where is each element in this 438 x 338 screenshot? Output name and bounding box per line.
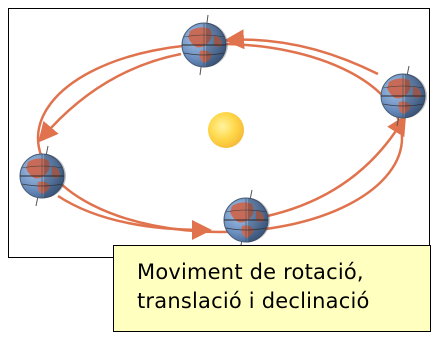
caption-box: Moviment de rotació, translació i declin… bbox=[113, 245, 431, 332]
orbit-arrow-bottom-right bbox=[245, 114, 407, 222]
caption-line-1: Moviment de rotació, bbox=[137, 260, 364, 284]
earth-globe-icon-right bbox=[380, 65, 428, 127]
earth-globe-icon-left bbox=[19, 145, 67, 207]
orbit-arrow-top-right bbox=[224, 29, 379, 76]
orbit-arrow-top-left bbox=[38, 52, 182, 143]
caption-line-2: translació i declinació bbox=[137, 289, 370, 313]
earth-globe-icon-bottom bbox=[223, 189, 271, 251]
earth-globe-icon-top bbox=[181, 14, 229, 76]
sun-icon bbox=[208, 112, 244, 148]
orbit-arrow-bottom-left bbox=[57, 194, 212, 240]
